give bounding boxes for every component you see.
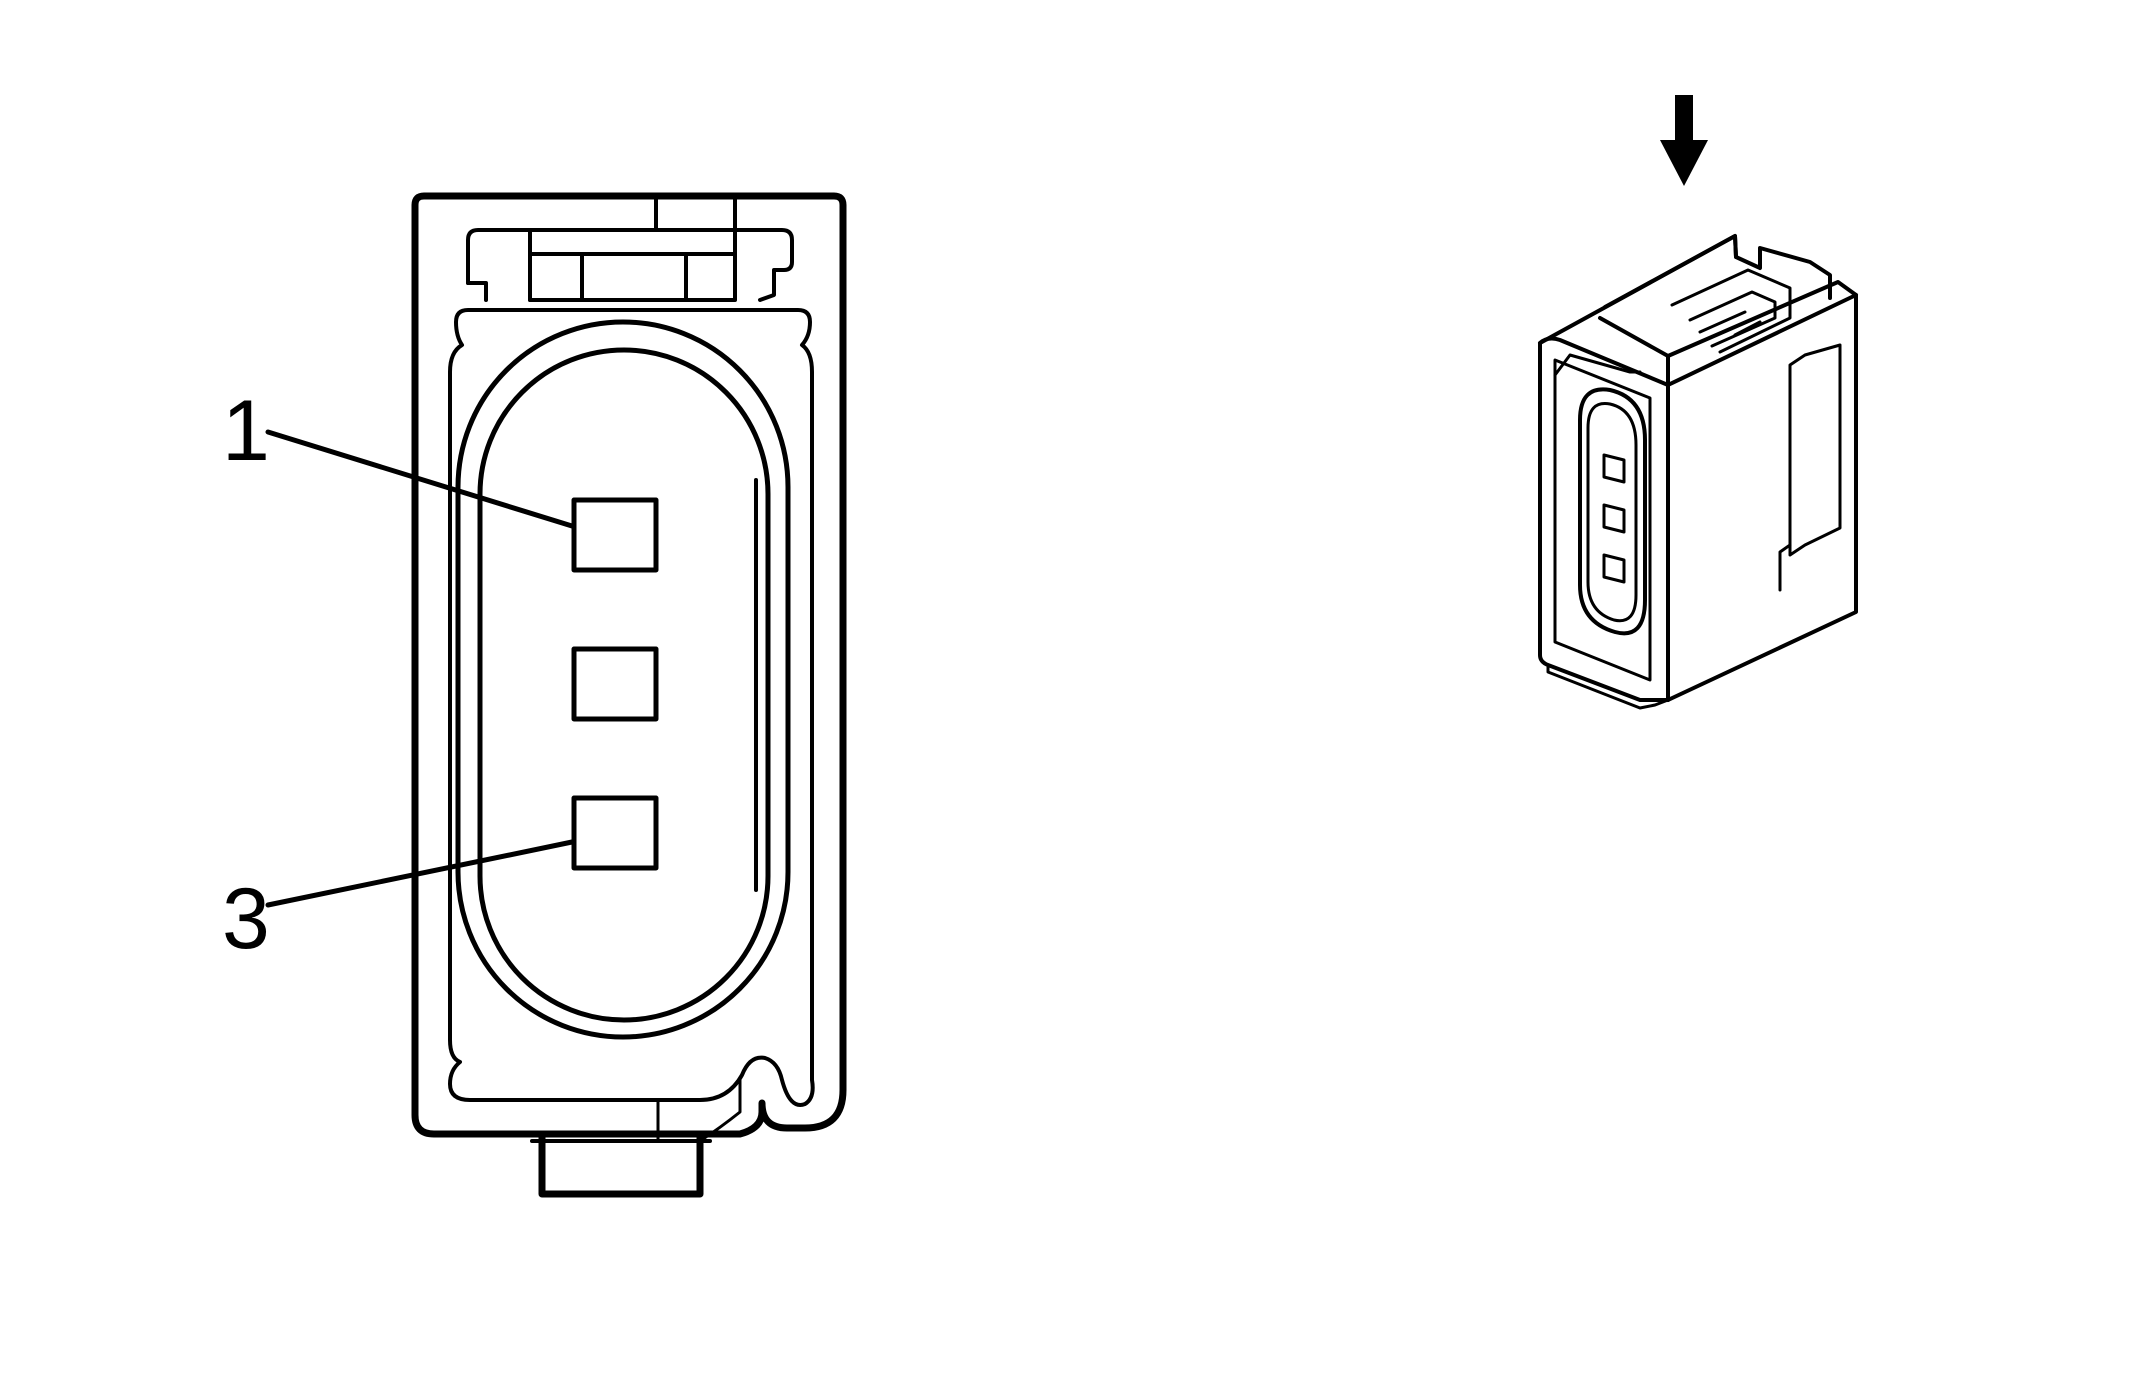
pin-3-label: 3 [222, 871, 270, 967]
terminal-cavity-3 [571, 795, 659, 871]
pin-1-label: 1 [222, 383, 270, 479]
iso-terminal-cavity-2 [1602, 503, 1626, 534]
top-latch-outline-left [466, 281, 488, 302]
bottom-tab-side [698, 1078, 742, 1143]
top-latch-outline [466, 228, 794, 302]
iso-terminal-cavity-1 [1602, 453, 1626, 484]
housing-outline [411, 192, 847, 1138]
arrow-down-icon [1660, 95, 1708, 186]
iso-latch-line-2 [1733, 320, 1762, 337]
bottom-locking-tab [538, 1130, 704, 1198]
iso-latch-line-1 [1698, 310, 1747, 334]
iso-top-right-edge [1666, 280, 1858, 358]
iso-side-face [1666, 293, 1858, 702]
seal-inner [477, 347, 771, 1023]
iso-top-front-edge [1598, 316, 1670, 387]
connector-isometric-view [1538, 95, 1858, 710]
top-latch-slot [528, 228, 737, 302]
iso-side-step [1778, 543, 1792, 592]
pin-3-leader-line [265, 839, 575, 908]
iso-latch-slot [1688, 290, 1777, 348]
iso-front-oval-inner [1586, 402, 1638, 623]
iso-terminal-cavity-3 [1602, 553, 1626, 584]
iso-front-oval [1578, 387, 1647, 636]
terminal-cavity-2 [571, 646, 659, 722]
iso-front-inner-top [1553, 353, 1642, 377]
seal-outer [455, 319, 791, 1040]
iso-latch-box [1670, 268, 1792, 354]
terminal-cavity-1 [571, 497, 659, 573]
connector-face-view [265, 192, 847, 1198]
pin-1-leader-line [265, 429, 575, 529]
iso-side-recess [1788, 343, 1842, 557]
iso-front-inner-frame [1553, 358, 1652, 682]
iso-bottom-lip [1546, 663, 1670, 710]
inner-frame [448, 308, 815, 1107]
iso-top-back-edge [1603, 234, 1832, 309]
